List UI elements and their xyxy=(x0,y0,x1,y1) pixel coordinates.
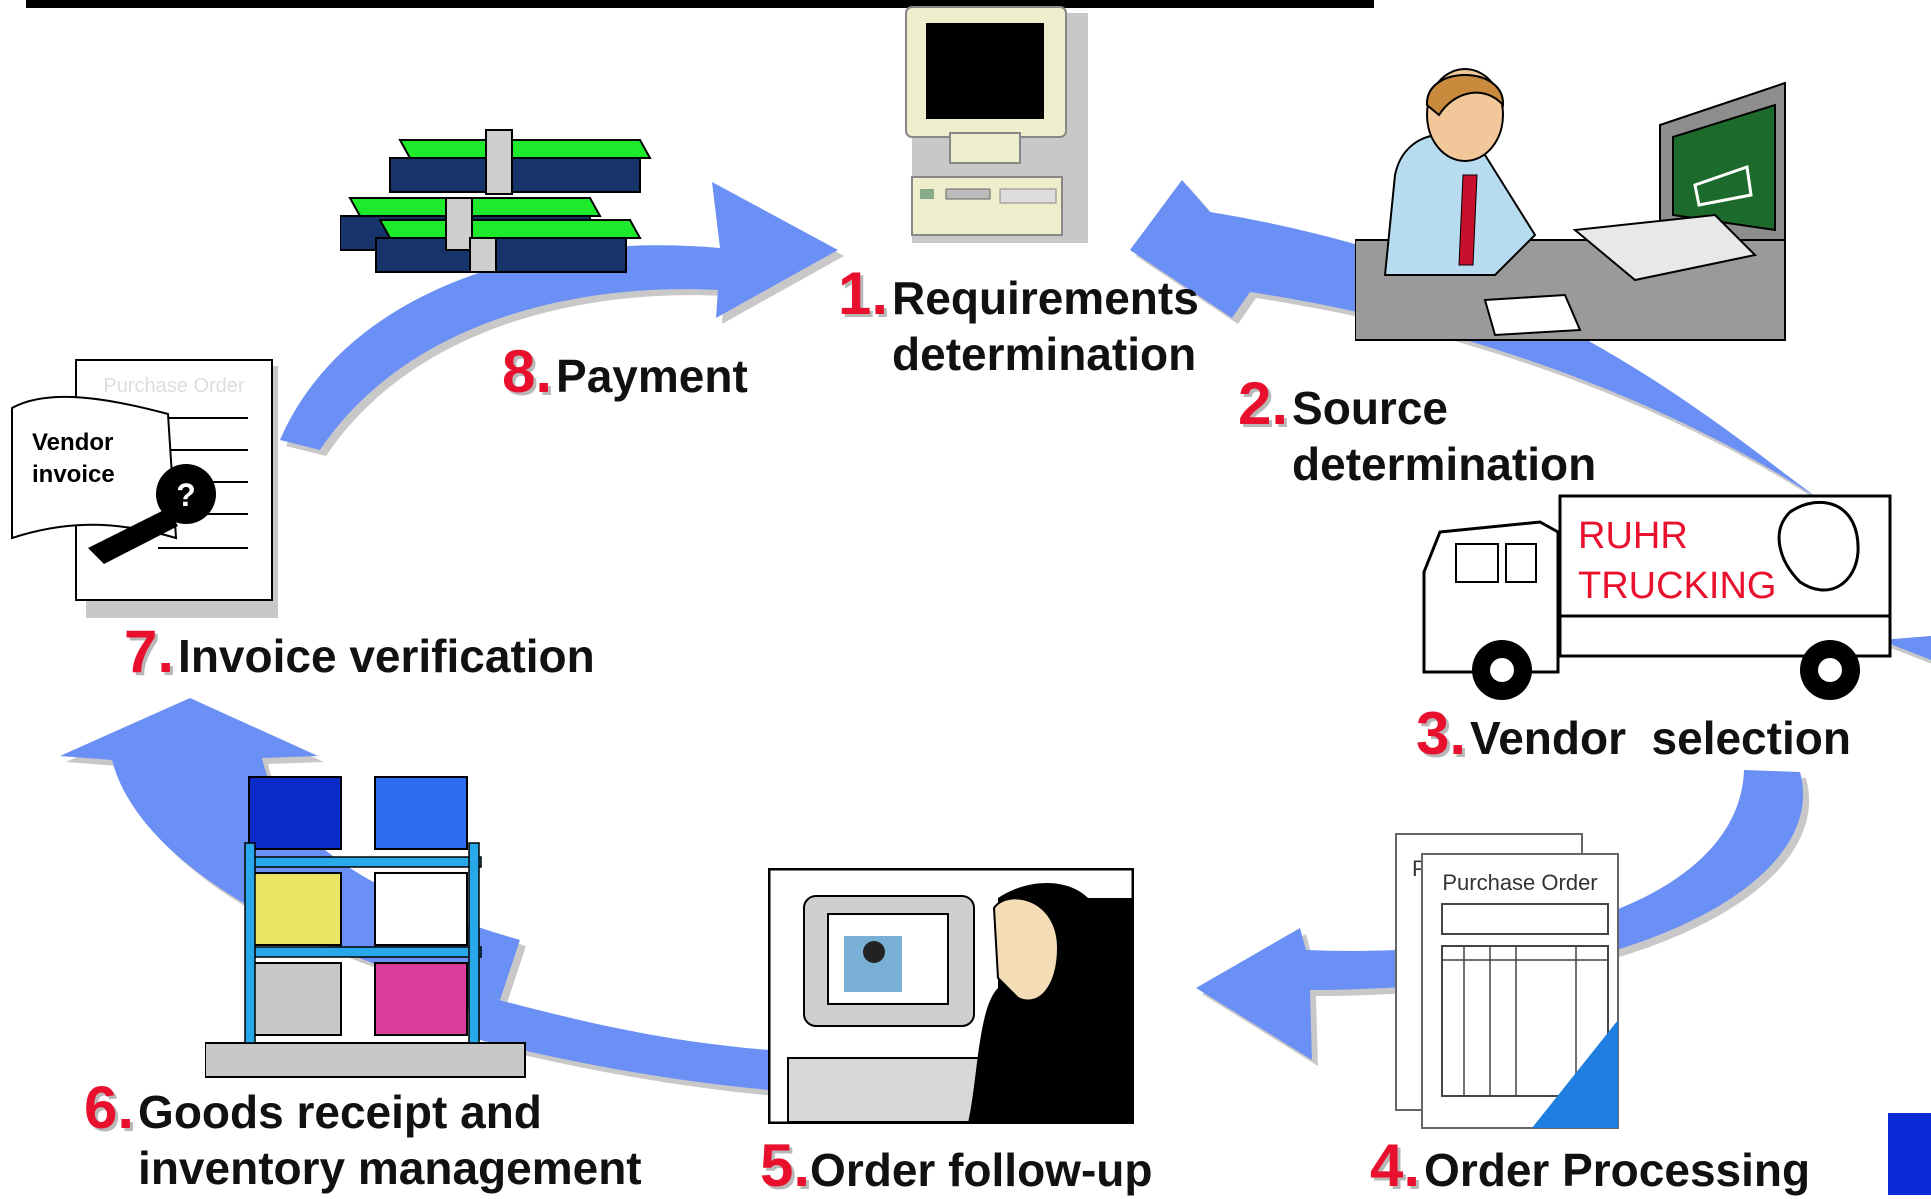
step-5-order-follow-up: 5.Order follow-up xyxy=(760,1132,1153,1199)
step-2-number: 2. xyxy=(1238,370,1289,437)
step-8-label: Payment xyxy=(556,350,748,402)
ruhr-truck-icon: RUHR TRUCKING xyxy=(1422,494,1892,700)
question-mark: ? xyxy=(176,477,196,513)
step-7-label: Invoice verification xyxy=(178,630,595,682)
step-2-label-line-2: determination xyxy=(1292,438,1597,490)
step-7-number: 7. xyxy=(124,618,175,685)
purchase-order-document-icon: P Purchase Order xyxy=(1395,833,1619,1129)
step-1-number: 1. xyxy=(838,260,889,327)
step-5-label: Order follow-up xyxy=(810,1144,1153,1196)
invoice-label-line-1: Vendor xyxy=(32,429,113,456)
step-6-label-line-2: inventory management xyxy=(138,1142,642,1194)
step-7-invoice-verification: 7.Invoice verification xyxy=(124,618,595,685)
step-5-number: 5. xyxy=(760,1132,811,1199)
truck-text-line-1: RUHR xyxy=(1578,515,1688,557)
step-4-label: Order Processing xyxy=(1424,1144,1811,1196)
step-3-label: Vendor selection xyxy=(1470,712,1851,764)
step-2-label-line-1: Source xyxy=(1292,382,1448,434)
truck-text-line-2: TRUCKING xyxy=(1578,565,1776,607)
corner-block xyxy=(1888,1113,1931,1195)
invoice-label-line-2: invoice xyxy=(32,461,115,488)
arrow-followup-to-goods xyxy=(460,990,770,1090)
invoice-po-title: Purchase Order xyxy=(103,375,245,397)
arrow-truck-exit xyxy=(1880,636,1931,660)
top-rule xyxy=(26,0,1374,8)
step-4-order-processing: 4.Order Processing xyxy=(1370,1132,1811,1199)
warehouse-shelf-icon xyxy=(205,776,526,1078)
step-8-number: 8. xyxy=(502,338,553,405)
step-6-label-line-1: Goods receipt and xyxy=(138,1086,542,1138)
order-followup-phone-icon xyxy=(768,868,1134,1124)
money-stacks-icon xyxy=(340,129,652,273)
step-3-vendor-selection: 3.Vendor selection xyxy=(1416,700,1851,767)
step-4-number: 4. xyxy=(1370,1132,1421,1199)
po-title: Purchase Order xyxy=(1442,870,1597,895)
step-1-label-line-2: determination xyxy=(892,328,1197,380)
buyer-at-computer-icon xyxy=(1355,68,1786,341)
step-1-label-line-1: Requirements xyxy=(892,272,1199,324)
step-8-payment: 8.Payment xyxy=(502,338,748,405)
arrow-vendor-to-followup xyxy=(1196,770,1804,1060)
vendor-invoice-icon: Purchase Order Vendor invoice ? xyxy=(11,359,278,618)
step-3-number: 3. xyxy=(1416,700,1467,767)
desktop-computer-icon xyxy=(905,6,1088,243)
arrow-payment-to-requirements xyxy=(280,182,838,450)
step-6-number: 6. xyxy=(84,1074,135,1141)
